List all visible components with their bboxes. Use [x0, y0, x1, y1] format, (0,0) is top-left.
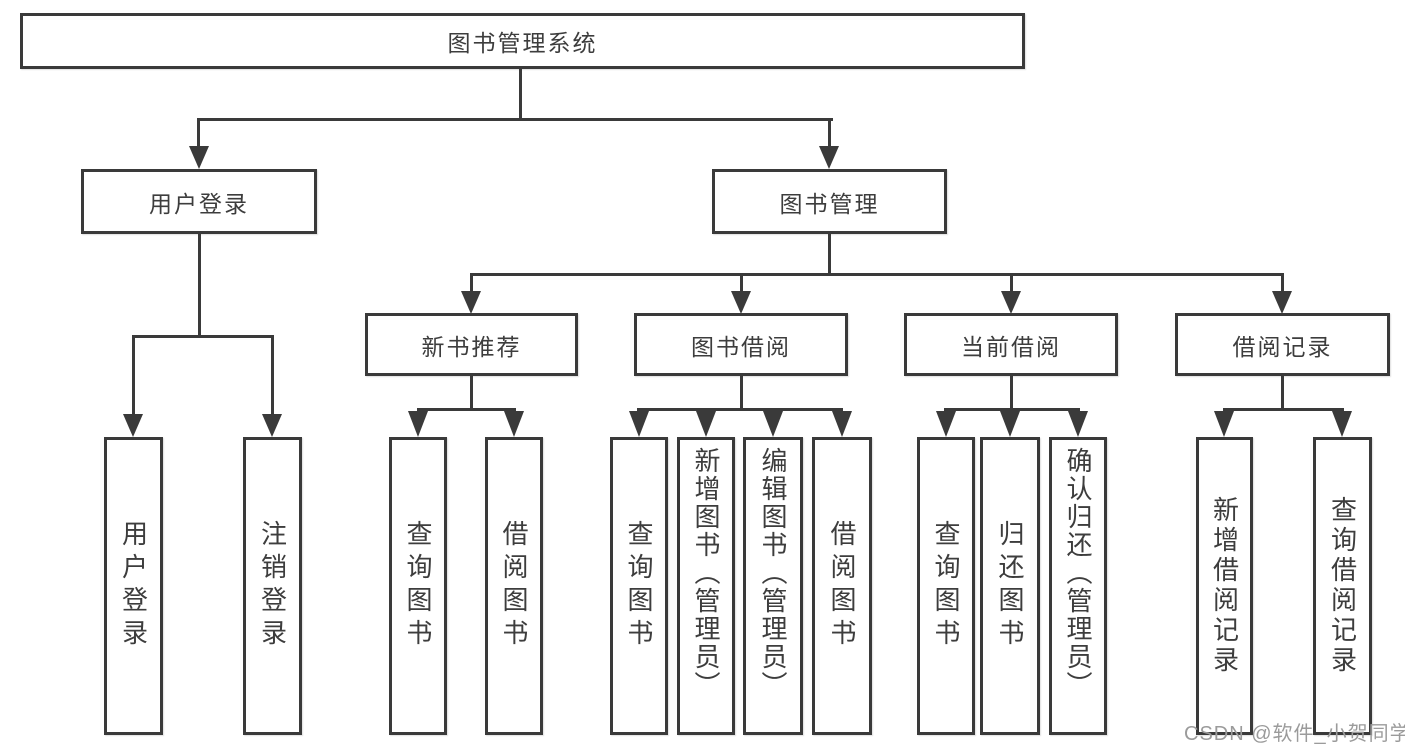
node-book-borrow: 图书借阅 — [634, 313, 848, 376]
node-label: 借阅记录 — [1232, 333, 1333, 360]
leaf-label: 借阅图书 — [499, 520, 529, 652]
connector-line — [470, 273, 473, 293]
leaf-query-borrow-record: 查询借阅记录 — [1313, 437, 1372, 735]
connector-line — [519, 68, 522, 121]
connector-line — [740, 273, 743, 293]
leaf-label: 查询图书 — [624, 520, 654, 652]
leaf-confirm-return-admin: 确认归还（管理员） — [1049, 437, 1107, 735]
arrow-down-icon — [123, 414, 143, 437]
arrow-down-icon — [1068, 411, 1088, 437]
leaf-query-books-3: 查询图书 — [917, 437, 975, 735]
arrow-down-icon — [262, 414, 282, 437]
connector-line — [271, 335, 274, 416]
connector-line — [470, 273, 1284, 276]
connector-line — [828, 118, 831, 148]
leaf-label: 查询借阅记录 — [1327, 496, 1358, 676]
arrow-down-icon — [696, 411, 716, 437]
arrow-down-icon — [1000, 411, 1020, 437]
connector-line — [1281, 273, 1284, 293]
leaf-label: 借阅图书 — [827, 520, 857, 652]
csdn-watermark: CSDN @软件_小贺同学 — [1184, 723, 1405, 745]
arrow-down-icon — [408, 411, 428, 437]
arrow-down-icon — [461, 291, 481, 314]
arrow-down-icon — [763, 411, 783, 437]
connector-line — [470, 376, 473, 410]
node-user-login: 用户登录 — [81, 169, 317, 234]
connector-line — [1223, 408, 1344, 411]
leaf-query-books-2: 查询图书 — [610, 437, 668, 735]
leaf-edit-books-admin: 编辑图书（管理员） — [743, 437, 803, 735]
leaf-return-books: 归还图书 — [980, 437, 1040, 735]
node-label: 图书管理系统 — [447, 30, 598, 56]
leaf-label: 确认归还（管理员） — [1063, 447, 1093, 699]
leaf-query-books-1: 查询图书 — [389, 437, 447, 735]
node-current-borrow: 当前借阅 — [904, 313, 1118, 376]
leaf-add-borrow-record: 新增借阅记录 — [1196, 437, 1253, 735]
leaf-add-books-admin: 新增图书（管理员） — [677, 437, 735, 735]
leaf-label: 编辑图书（管理员） — [758, 447, 788, 699]
connector-line — [1010, 376, 1013, 410]
arrow-down-icon — [936, 411, 956, 437]
arrow-down-icon — [1001, 291, 1021, 314]
leaf-label: 注销登录 — [257, 520, 288, 652]
arrow-down-icon — [629, 411, 649, 437]
arrow-down-icon — [1214, 411, 1234, 437]
node-borrow-records: 借阅记录 — [1175, 313, 1390, 376]
leaf-user-login: 用户登录 — [104, 437, 163, 735]
arrow-down-icon — [731, 291, 751, 314]
connector-line — [740, 376, 743, 410]
leaf-label: 新增图书（管理员） — [691, 447, 721, 699]
node-library-system: 图书管理系统 — [20, 13, 1025, 69]
arrow-down-icon — [832, 411, 852, 437]
arrow-down-icon — [189, 146, 209, 169]
arrow-down-icon — [1332, 411, 1352, 437]
connector-line — [198, 234, 201, 337]
leaf-label: 用户登录 — [118, 520, 149, 652]
connector-line — [197, 118, 200, 148]
connector-line — [637, 408, 843, 411]
connector-line — [197, 118, 833, 121]
leaf-label: 新增借阅记录 — [1209, 496, 1240, 676]
arrow-down-icon — [1272, 291, 1292, 314]
leaf-logout: 注销登录 — [243, 437, 302, 735]
leaf-borrow-books-1: 借阅图书 — [485, 437, 543, 735]
node-book-management: 图书管理 — [712, 169, 947, 234]
node-label: 当前借阅 — [961, 333, 1061, 360]
leaf-label: 归还图书 — [995, 520, 1025, 652]
node-label: 图书管理 — [779, 190, 880, 217]
connector-line — [944, 408, 1080, 411]
connector-line — [1010, 273, 1013, 293]
arrow-down-icon — [819, 146, 839, 169]
leaf-borrow-books-2: 借阅图书 — [812, 437, 872, 735]
connector-line — [1281, 376, 1284, 410]
connector-line — [132, 335, 274, 338]
node-new-book-recommend: 新书推荐 — [365, 313, 578, 376]
node-label: 图书借阅 — [691, 333, 791, 360]
connector-line — [417, 408, 516, 411]
node-label: 用户登录 — [149, 190, 249, 217]
node-label: 新书推荐 — [421, 333, 522, 360]
arrow-down-icon — [504, 411, 524, 437]
leaf-label: 查询图书 — [931, 520, 961, 652]
connector-line — [132, 335, 135, 416]
connector-line — [828, 234, 831, 275]
leaf-label: 查询图书 — [403, 520, 433, 652]
